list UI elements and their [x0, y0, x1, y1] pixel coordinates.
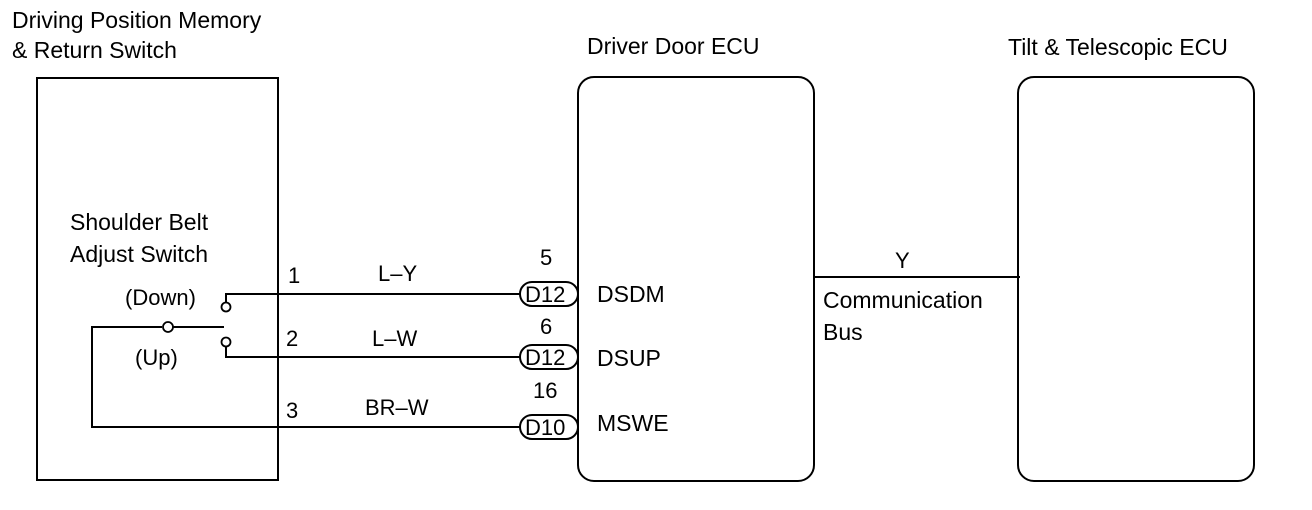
switch-up-label: (Up)	[135, 345, 178, 370]
ecu-pin-16: 16	[533, 378, 557, 403]
wire1-color: L–Y	[378, 261, 417, 286]
wire3-pin: 3	[286, 398, 298, 423]
bus-label-line2: Bus	[823, 319, 863, 345]
tilt-ecu-box	[1017, 76, 1255, 482]
signal-dsdm: DSDM	[597, 281, 665, 307]
switch-title-line2: & Return Switch	[12, 37, 177, 63]
wire2-pin: 2	[286, 326, 298, 351]
connector-d12-dsup: D12	[519, 344, 579, 370]
common-wire	[91, 326, 520, 428]
up-contact	[220, 336, 232, 348]
bus-label-line1: Communication	[823, 287, 983, 313]
wire3-color: BR–W	[365, 395, 429, 420]
signal-mswe: MSWE	[597, 410, 669, 436]
up-wire	[225, 347, 520, 358]
connector-d10-mswe: D10	[519, 414, 579, 440]
door-ecu-box	[577, 76, 815, 482]
signal-dsup: DSUP	[597, 345, 661, 371]
wire1-pin: 1	[288, 263, 300, 288]
connector-label: D10	[525, 415, 565, 440]
bus-wire-color: Y	[895, 248, 910, 273]
switch-internal-wiring	[91, 293, 520, 428]
switch-inner-line2: Adjust Switch	[70, 241, 208, 267]
switch-title-line1: Driving Position Memory	[12, 7, 262, 33]
down-contact	[220, 301, 232, 313]
connector-outline	[519, 281, 579, 307]
connector-d12-dsdm: D12	[519, 281, 579, 307]
switch-inner-line1: Shoulder Belt	[70, 209, 209, 235]
connector-label: D12	[525, 282, 565, 307]
tilt-ecu-title: Tilt & Telescopic ECU	[1008, 34, 1228, 60]
switch-down-label: (Down)	[125, 285, 196, 310]
ecu-pin-6: 6	[540, 314, 552, 339]
common-contact	[162, 321, 174, 333]
connector-outline	[519, 414, 579, 440]
switch-box	[36, 77, 279, 481]
connector-label: D12	[525, 345, 565, 370]
door-ecu-title: Driver Door ECU	[587, 33, 760, 59]
connector-outline	[519, 344, 579, 370]
ecu-pin-5: 5	[540, 245, 552, 270]
wire2-color: L–W	[372, 326, 417, 351]
down-wire	[225, 293, 520, 302]
